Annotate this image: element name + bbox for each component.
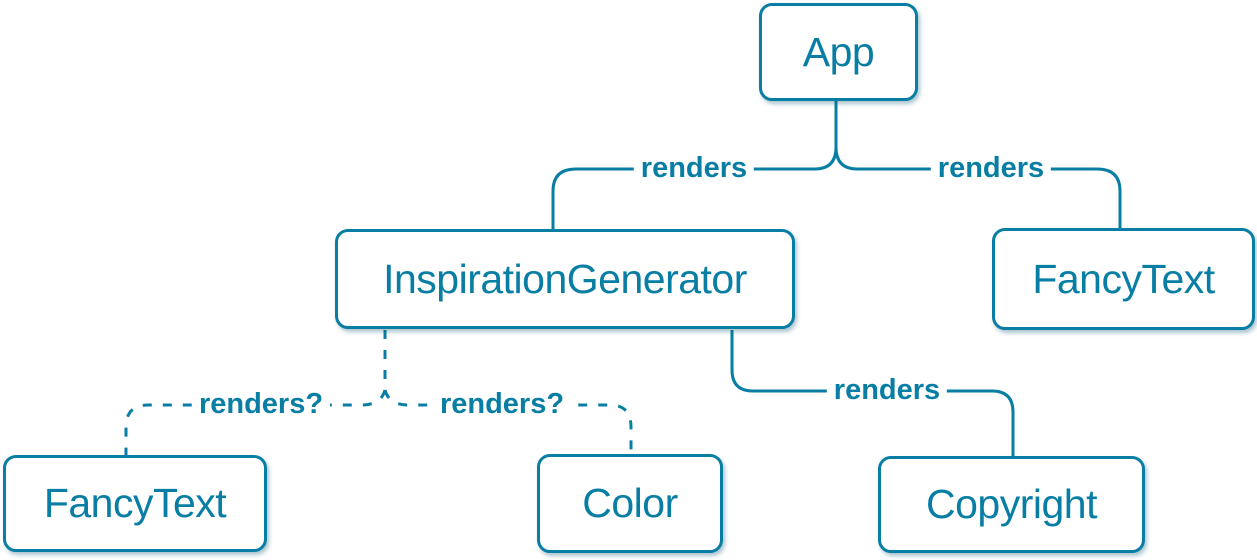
node-fancy-text-bottom: FancyText: [3, 455, 267, 552]
node-inspiration-generator: InspirationGenerator: [335, 229, 795, 329]
node-copyright: Copyright: [878, 456, 1145, 553]
node-inspiration-generator-label: InspirationGenerator: [383, 255, 747, 302]
node-fancy-text-top: FancyText: [992, 228, 1255, 330]
edge-label-app-to-fancy-text: renders: [930, 152, 1052, 185]
edge-label-inspiration-generator-to-fancy-text: renders?: [191, 388, 331, 421]
node-fancy-text-top-label: FancyText: [1032, 255, 1215, 302]
node-color-label: Color: [582, 480, 678, 526]
edge-app-to-fancy-text: [834, 146, 1122, 228]
edge-inspiration-generator-to-fancy-text: [124, 389, 387, 455]
node-color: Color: [537, 454, 723, 553]
edge-label-inspiration-generator-to-color: renders?: [432, 388, 572, 421]
node-copyright-label: Copyright: [926, 481, 1097, 527]
edge-label-app-to-inspiration-generator: renders: [633, 152, 755, 185]
node-app: App: [759, 3, 918, 101]
node-fancy-text-bottom-label: FancyText: [43, 480, 227, 526]
edge-label-inspiration-generator-to-copyright: renders: [826, 374, 948, 407]
node-app-label: App: [802, 28, 875, 75]
